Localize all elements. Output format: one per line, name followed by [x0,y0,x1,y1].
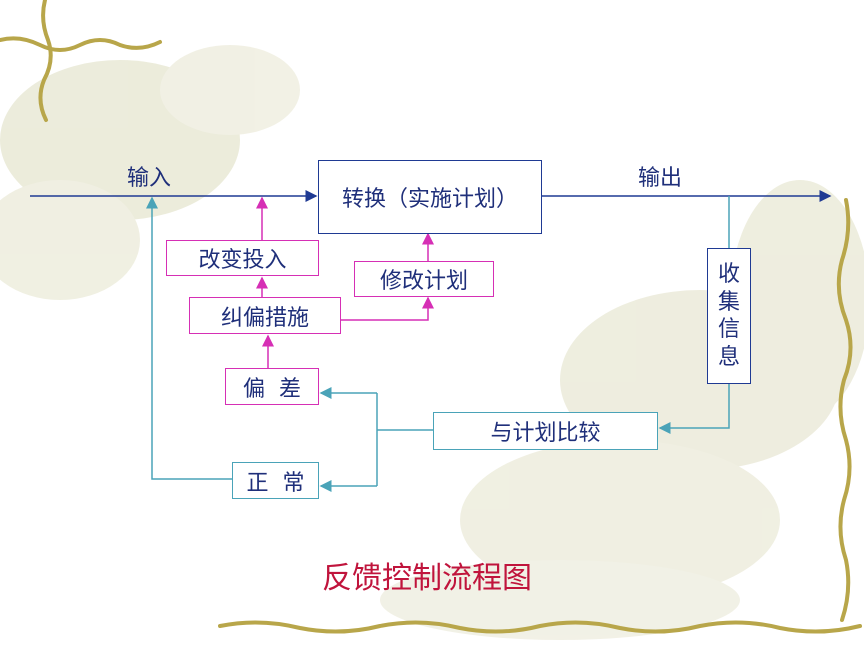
diagram-title: 反馈控制流程图 [322,561,532,596]
collect-to-compare-line [658,384,730,434]
collect-char-4: 息 [717,344,740,370]
normal-to-input-line [146,196,232,480]
collect-info-box: 收 集 信 息 [707,248,751,384]
corrective-to-revise-line [341,296,434,321]
collect-char-3: 信 [717,317,740,342]
collect-char-1: 收 [717,262,740,287]
transform-box: 转换（实施计划） [318,160,542,234]
collect-char-2: 集 [717,289,740,315]
revise-plan-box: 修改计划 [354,261,494,297]
change-input-box: 改变投入 [166,240,319,276]
compare-plan-box: 与计划比较 [433,412,658,450]
input-label: 输入 [127,166,172,191]
deviation-box: 偏 差 [225,368,319,405]
corrective-action-box: 纠偏措施 [189,297,341,334]
normal-box: 正 常 [232,462,319,499]
output-label: 输出 [638,166,683,191]
vine-border [0,0,862,634]
